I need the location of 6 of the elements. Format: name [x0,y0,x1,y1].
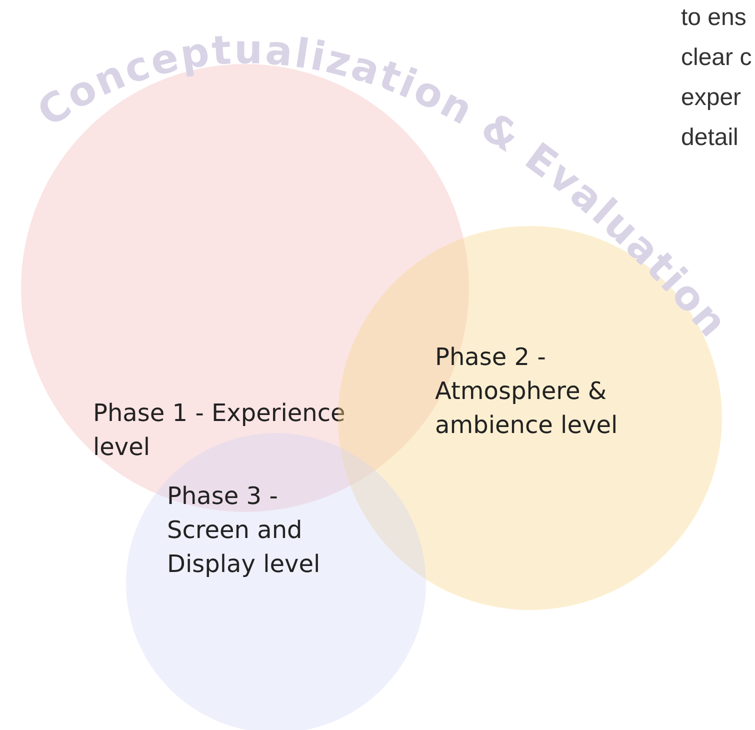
phase-label: Phase 2 - Atmosphere & ambience level [435,342,619,441]
phase-label: Phase 1 - Experience level [93,398,346,463]
paragraph-text: clear c [681,44,752,72]
paragraph-text: exper [681,84,742,112]
paragraph-text: to ens [681,4,746,32]
phase-label: Phase 3 - Screen and Display level [167,481,322,580]
